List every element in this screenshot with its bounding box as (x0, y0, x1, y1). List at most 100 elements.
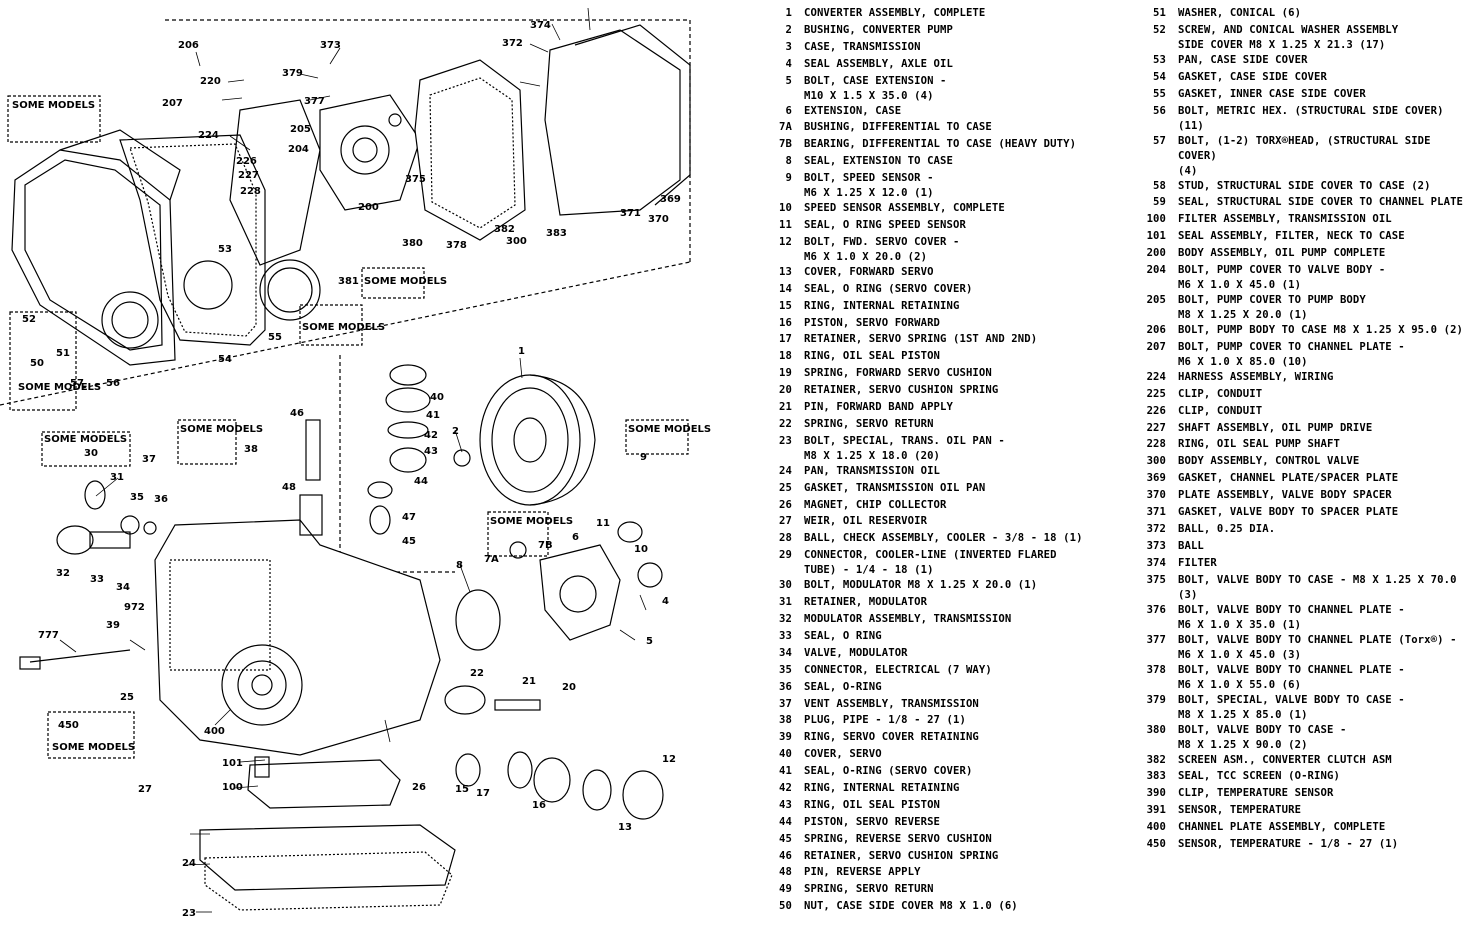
part-description: RING, INTERNAL RETAINING (804, 299, 960, 312)
callout-57: 57 (70, 378, 84, 389)
part-description: WASHER, CONICAL (6) (1178, 7, 1302, 19)
callout-38: 38 (244, 444, 258, 455)
part-number: 52 (1153, 23, 1166, 36)
leader-lines (59, 7, 647, 913)
callout-375: 375 (405, 174, 426, 185)
part-description: STUD, STRUCTURAL SIDE COVER TO CASE (2) (1178, 179, 1431, 192)
part-description: SEAL ASSEMBLY, FILTER, NECK TO CASE (1178, 230, 1405, 243)
part-description: BOLT, SPECIAL, TRANS. OIL PAN - M8 X 1.2… (804, 434, 1005, 462)
axle-seal (637, 562, 663, 588)
legend-row: 382 SCREEN ASM., CONVERTER CLUTCH ASM (1138, 753, 1470, 770)
part-number: 225 (1146, 387, 1166, 400)
callout-378: 378 (446, 240, 467, 251)
callout-100: 100 (222, 782, 243, 793)
part-description: COVER, SERVO (804, 748, 882, 761)
part-number: 374 (1146, 556, 1166, 569)
part-description: SCREEN ASM., CONVERTER CLUTCH ASM (1178, 753, 1392, 766)
callout-37: 37 (142, 454, 156, 465)
part-number: 46 (779, 849, 792, 862)
part-description: BOLT, PUMP COVER TO VALVE BODY - M6 X 1.… (1178, 264, 1386, 292)
part-number: 19 (779, 367, 792, 380)
part-number: 22 (779, 417, 792, 430)
part-description: RING, OIL SEAL PISTON (804, 350, 941, 363)
part-number: 11 (779, 219, 792, 232)
part-number: 380 (1146, 723, 1166, 736)
callout-21: 21 (522, 676, 536, 687)
callout-450: 450 (58, 720, 79, 731)
legend-row: 374 FILTER (1138, 556, 1470, 573)
part-description: MODULATOR ASSEMBLY, TRANSMISSION (804, 613, 1012, 626)
callout-206: 206 (178, 40, 199, 51)
part-number: 21 (779, 401, 792, 414)
case-side-cover-pan (11, 129, 181, 366)
part-number: 27 (779, 515, 792, 528)
part-number: 101 (1146, 230, 1166, 243)
callout-16: 16 (532, 800, 546, 811)
callout-41: 41 (426, 410, 440, 421)
part-description: SEAL, O RING (804, 629, 882, 642)
part-description: PIN, REVERSE APPLY (804, 866, 921, 879)
callout-53: 53 (218, 244, 232, 255)
part-number: 8 (785, 155, 792, 168)
callout-9: 9 (640, 452, 647, 463)
part-number: 30 (779, 579, 792, 592)
callout-381: 381 (338, 276, 359, 287)
part-description: GASKET, VALVE BODY TO SPACER PLATE (1178, 506, 1399, 519)
part-number: 382 (1146, 753, 1166, 766)
callout-31: 31 (110, 472, 124, 483)
some-models-label-3: SOME MODELS (44, 434, 127, 445)
legend-row: 101 SEAL ASSEMBLY, FILTER, NECK TO CASE (1138, 229, 1470, 246)
part-number: 44 (779, 815, 792, 828)
callout-226: 226 (236, 156, 257, 167)
part-description: RETAINER, SERVO CUSHION SPRING (804, 384, 999, 397)
case-extension (539, 544, 621, 641)
part-number: 390 (1146, 787, 1166, 800)
control-valve-body (414, 59, 526, 241)
callout-51: 51 (56, 348, 70, 359)
part-description: CONNECTOR, COOLER-LINE (INVERTED FLARED … (804, 549, 1057, 577)
part-description: PISTON, SERVO FORWARD (804, 316, 941, 329)
extension-seal-ring (455, 589, 501, 651)
callout-7B: 7B (538, 540, 553, 551)
callout-224: 224 (198, 130, 219, 141)
callout-5: 5 (646, 636, 653, 647)
part-description: BODY ASSEMBLY, CONTROL VALVE (1178, 455, 1360, 468)
part-description: FILTER (1178, 556, 1217, 569)
callout-7A: 7A (484, 554, 499, 565)
callout-8: 8 (456, 560, 463, 571)
callout-17: 17 (476, 788, 490, 799)
part-number: 7A (779, 121, 792, 134)
callout-54: 54 (218, 354, 232, 365)
callout-56: 56 (106, 378, 120, 389)
part-number: 227 (1146, 421, 1166, 434)
part-number: 391 (1146, 804, 1166, 817)
callout-227: 227 (238, 170, 259, 181)
some-models-label-5: SOME MODELS (628, 424, 711, 435)
part-number: 29 (779, 549, 792, 562)
part-description: COVER, FORWARD SERVO (804, 265, 934, 278)
part-description: CASE, TRANSMISSION (804, 40, 921, 53)
callout-205: 205 (290, 124, 311, 135)
callout-373: 373 (320, 40, 341, 51)
